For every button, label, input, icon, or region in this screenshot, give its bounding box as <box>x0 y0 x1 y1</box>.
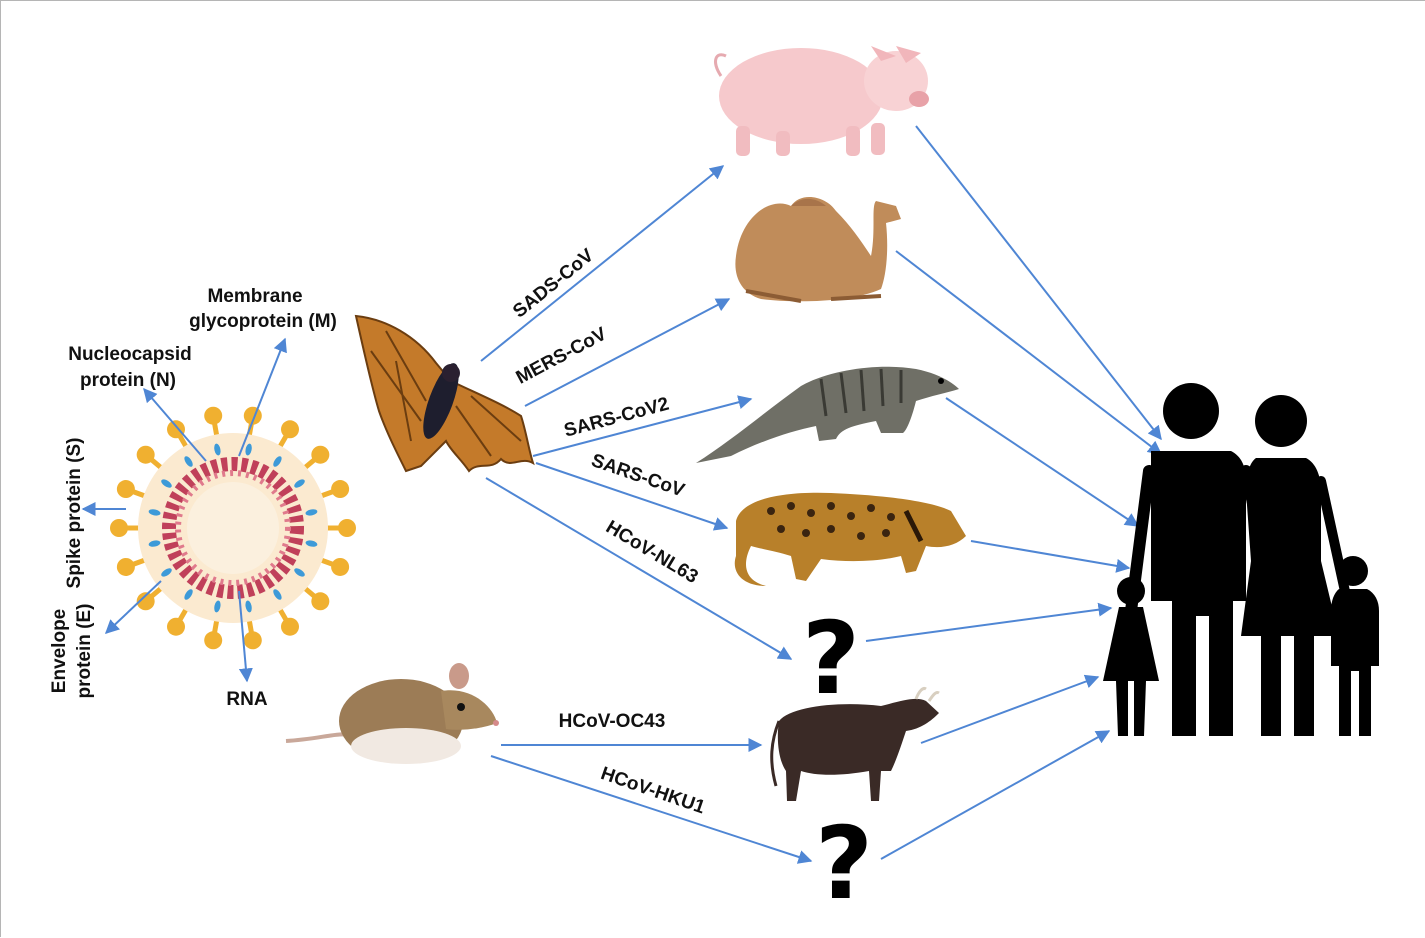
rodent-image <box>286 663 499 764</box>
pig-image <box>716 46 929 156</box>
arrow-unknown1-humans <box>866 608 1111 641</box>
nucleocapsid-label-line2: protein (N) <box>80 370 176 391</box>
label-hcov-hku1: HCoV-HKU1 <box>598 763 708 818</box>
spike-head <box>338 519 356 537</box>
arrow-cattle-humans <box>921 677 1098 743</box>
spike-head <box>331 480 349 498</box>
label-mers-cov: MERS-CoV <box>513 323 611 388</box>
rna-label: RNA <box>226 689 267 710</box>
spike-head <box>281 618 299 636</box>
envelope-label-line1: Envelope <box>49 609 70 693</box>
virion-core <box>187 482 279 574</box>
membrane-label-line1: Membrane <box>207 286 302 307</box>
spike-head <box>117 558 135 576</box>
nucleocapsid-label-line1: Nucleocapsid <box>68 344 192 365</box>
spike-head <box>244 631 262 649</box>
spike-head <box>204 407 222 425</box>
spike-head <box>117 480 135 498</box>
spike-head <box>167 618 185 636</box>
arrow-unknown2-humans <box>881 731 1109 859</box>
humans-family-icon <box>1103 383 1379 736</box>
spike-head <box>137 446 155 464</box>
label-hcov-oc43: HCoV-OC43 <box>559 711 666 732</box>
arrow-pangolin-humans <box>946 398 1138 526</box>
spike-head <box>204 631 222 649</box>
coronavirus-virion <box>110 407 356 650</box>
pangolin-image <box>696 367 959 463</box>
cattle-image <box>772 688 939 801</box>
spike-head <box>311 446 329 464</box>
camel-image <box>735 197 901 301</box>
spike-head <box>110 519 128 537</box>
label-sads-cov: SADS-CoV <box>509 245 598 323</box>
spike-head <box>281 420 299 438</box>
unknown-intermediate-2: ? <box>815 805 873 922</box>
envelope-label-line2: protein (E) <box>74 604 95 699</box>
arrow-rodent-unknown2 <box>491 756 811 861</box>
unknown-intermediate-1: ? <box>802 600 860 717</box>
label-sars-cov: SARS-CoV <box>588 450 687 502</box>
spike-head <box>167 420 185 438</box>
spike-head <box>311 592 329 610</box>
arrow-camel-humans <box>896 251 1161 454</box>
spike-head <box>331 558 349 576</box>
membrane-label-line2: glycoprotein (M) <box>189 311 337 332</box>
civet-image <box>735 493 966 586</box>
arrow-pig-humans <box>916 126 1161 439</box>
spike-label: Spike protein (S) <box>64 438 85 589</box>
arrow-civet-humans <box>971 541 1129 568</box>
